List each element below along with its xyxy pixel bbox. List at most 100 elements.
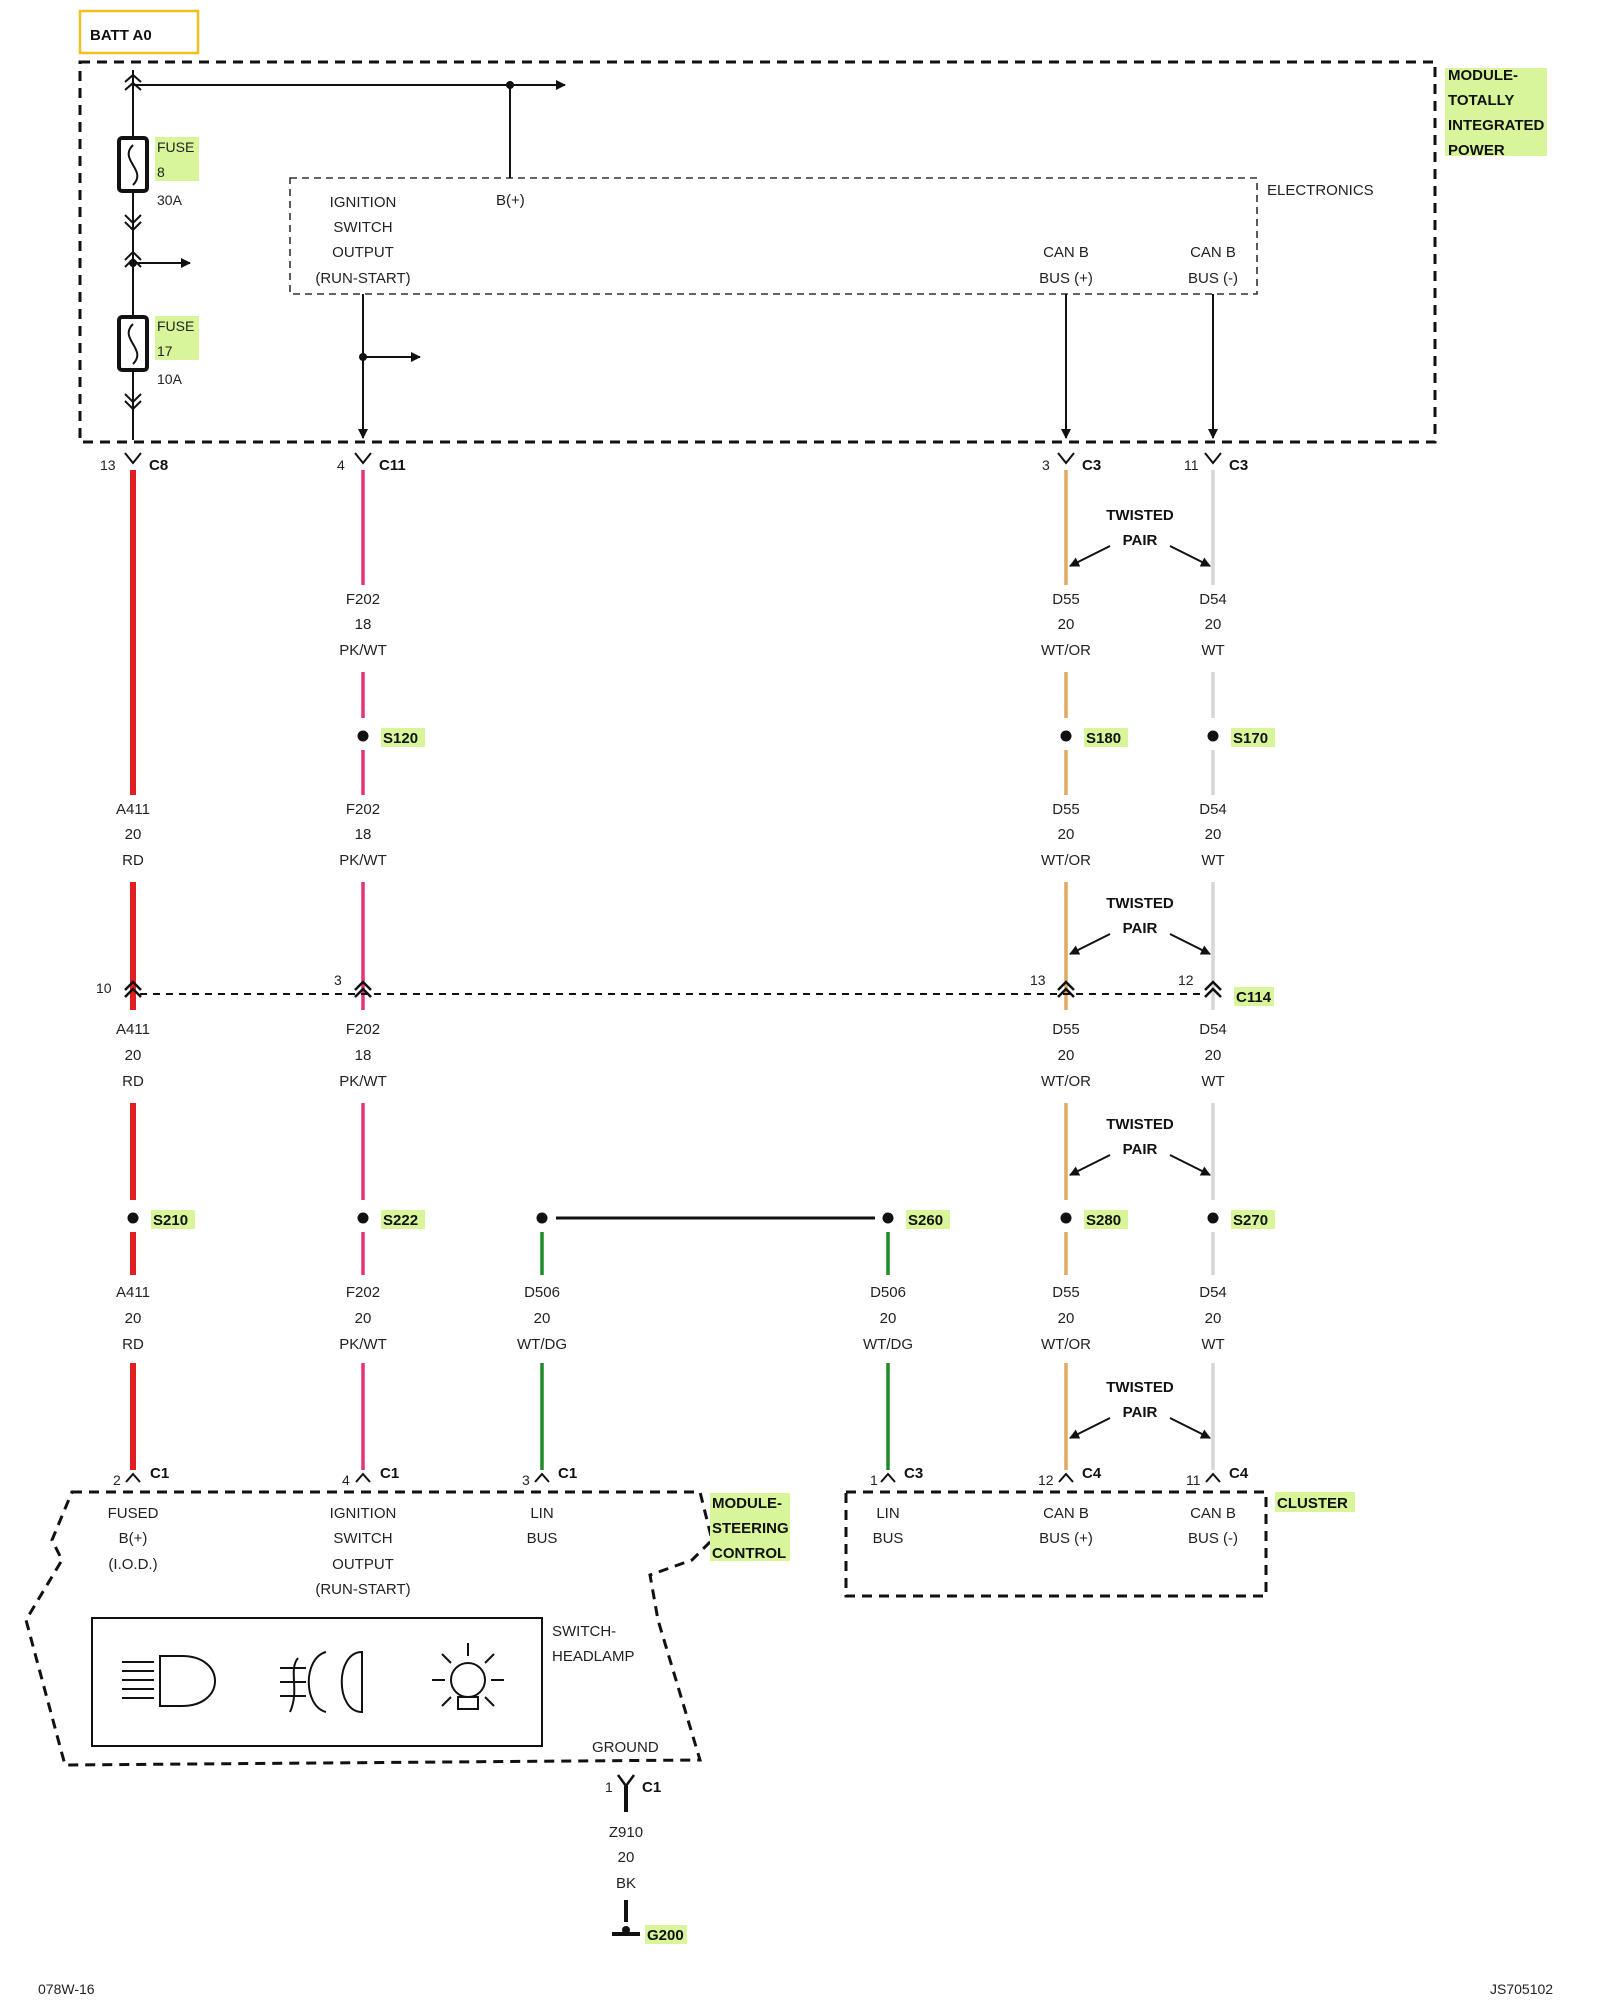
ground-name-highlight	[645, 1925, 687, 1944]
splice-s222-label: S222	[383, 1212, 418, 1229]
splice-s210-label: S210	[153, 1212, 188, 1229]
d55-1-gauge: 20	[1058, 616, 1075, 633]
z910-gauge: 20	[618, 1849, 635, 1866]
scm-fused-line-1: FUSED	[108, 1505, 159, 1522]
c3b-name: C3	[1229, 457, 1248, 474]
pin-canm-line-1: CAN B	[1190, 244, 1236, 261]
scm-lin-line-1: LIN	[530, 1505, 553, 1522]
f202-1-color: PK/WT	[339, 642, 387, 659]
d54-4-gauge: 20	[1205, 1310, 1222, 1327]
c114-symbols	[124, 980, 1222, 998]
a411-top-color: RD	[122, 852, 144, 869]
twisted-pair-4: TWISTED PAIR	[1069, 1379, 1211, 1439]
d55-2-gauge: 20	[1058, 826, 1075, 843]
scm-name-line-2: STEERING	[712, 1520, 789, 1537]
cluster-conn-c4a: C4	[1082, 1465, 1102, 1482]
batt-label-box	[78, 9, 200, 55]
splice-s210-dot	[127, 1212, 139, 1224]
d55-4-gauge: 20	[1058, 1310, 1075, 1327]
ground-name: G200	[647, 1927, 684, 1944]
switch-headlamp-line-1: SWITCH-	[552, 1623, 616, 1640]
f202-2-color: PK/WT	[339, 852, 387, 869]
ground-symbol-dot	[622, 1926, 630, 1934]
d506b-id: D506	[870, 1284, 906, 1301]
scm-ign-line-4: (RUN-START)	[315, 1581, 410, 1598]
twisted-pair-3-line2: PAIR	[1123, 1141, 1158, 1158]
splice-s280-label: S280	[1086, 1212, 1121, 1229]
splice-lin-left-dot	[536, 1212, 548, 1224]
f202-4-id: F202	[346, 1284, 380, 1301]
d55-1-id: D55	[1052, 591, 1080, 608]
c3a-name: C3	[1082, 457, 1101, 474]
switch-headlamp-line-2: HEADLAMP	[552, 1648, 635, 1665]
d54-2-id: D54	[1199, 801, 1227, 818]
fuse-17-highlight	[155, 316, 199, 360]
connector-c8-symbol	[124, 452, 142, 465]
scm-name-highlight	[710, 1493, 790, 1561]
c114-name: C114	[1236, 989, 1272, 1006]
splice-s270-highlight	[1231, 1210, 1275, 1229]
twisted-pair-2-line2: PAIR	[1123, 920, 1158, 937]
f202-3-color: PK/WT	[339, 1073, 387, 1090]
splice-s170-highlight	[1231, 728, 1275, 747]
c3b-pin: 11	[1184, 457, 1199, 473]
z910-id: Z910	[609, 1824, 643, 1841]
f202-2-gauge: 18	[355, 826, 372, 843]
scm-c1-pin-2: 2	[113, 1472, 121, 1488]
pin-ign-line-3: OUTPUT	[332, 244, 394, 261]
fuse-17-rating: 10A	[157, 371, 183, 387]
lower-connector-symbols	[125, 1472, 1221, 1483]
twisted-pair-1-line2: PAIR	[1123, 532, 1158, 549]
c3a-pin: 3	[1042, 457, 1050, 473]
fuse-8-label: FUSE	[157, 139, 194, 155]
fog-lamp-icon	[280, 1650, 363, 1714]
f202-4-color: PK/WT	[339, 1336, 387, 1353]
cluster-canp-line-2: BUS (+)	[1039, 1530, 1093, 1547]
splice-s180-highlight	[1084, 728, 1128, 747]
scm-name-line-3: CONTROL	[712, 1545, 786, 1562]
fuse-8-number: 8	[157, 164, 165, 180]
tipm-name-line-1: MODULE-	[1448, 67, 1518, 84]
ground-connector-symbol	[616, 1774, 636, 1789]
twisted-pair-2: TWISTED PAIR	[1069, 895, 1211, 955]
scm-c1-name-c: C1	[558, 1465, 577, 1482]
cluster-pin-1: 1	[870, 1472, 878, 1488]
f202-1-gauge: 18	[355, 616, 372, 633]
splice-s222-highlight	[381, 1210, 425, 1229]
pin-bplus-label: B(+)	[496, 192, 525, 209]
feed-chevron-bottom	[124, 393, 142, 411]
connector-c3b-symbol	[1204, 452, 1222, 465]
c114-pin-12: 12	[1178, 972, 1194, 988]
d54-1-id: D54	[1199, 591, 1227, 608]
d55-3-color: WT/OR	[1041, 1073, 1091, 1090]
pin-ign-line-4: (RUN-START)	[315, 270, 410, 287]
d54-2-gauge: 20	[1205, 826, 1222, 843]
footer-left-code: 078W-16	[38, 1981, 95, 1997]
ground-c1-name: C1	[642, 1779, 661, 1796]
d54-3-gauge: 20	[1205, 1047, 1222, 1064]
c8-pin: 13	[100, 457, 116, 473]
tipm-name-highlight	[1445, 68, 1547, 156]
fuse-8-element	[127, 144, 139, 186]
cluster-conn-c3: C3	[904, 1465, 923, 1482]
tipm-name-line-3: INTEGRATED	[1448, 117, 1545, 134]
splice-s120-label: S120	[383, 730, 418, 747]
twisted-pair-4-line2: PAIR	[1123, 1404, 1158, 1421]
scm-ign-line-2: SWITCH	[333, 1530, 392, 1547]
c114-highlight	[1234, 987, 1274, 1006]
c11-pin: 4	[337, 457, 345, 473]
fuse-8-highlight	[155, 137, 199, 181]
splice-s180-dot	[1060, 730, 1072, 742]
fuse-17-label: FUSE	[157, 318, 194, 334]
footer-right-code: JS705102	[1490, 1981, 1553, 1997]
fuse-17-number: 17	[157, 343, 173, 359]
dome-lamp-icon	[432, 1643, 504, 1710]
scm-ground-label: GROUND	[592, 1739, 659, 1756]
cluster-module-box	[844, 1490, 1268, 1598]
d54-2-color: WT	[1201, 852, 1224, 869]
f202-4-gauge: 20	[355, 1310, 372, 1327]
scm-ign-line-3: OUTPUT	[332, 1556, 394, 1573]
d54-1-gauge: 20	[1205, 616, 1222, 633]
d506a-id: D506	[524, 1284, 560, 1301]
pin-canp-line-2: BUS (+)	[1039, 270, 1093, 287]
